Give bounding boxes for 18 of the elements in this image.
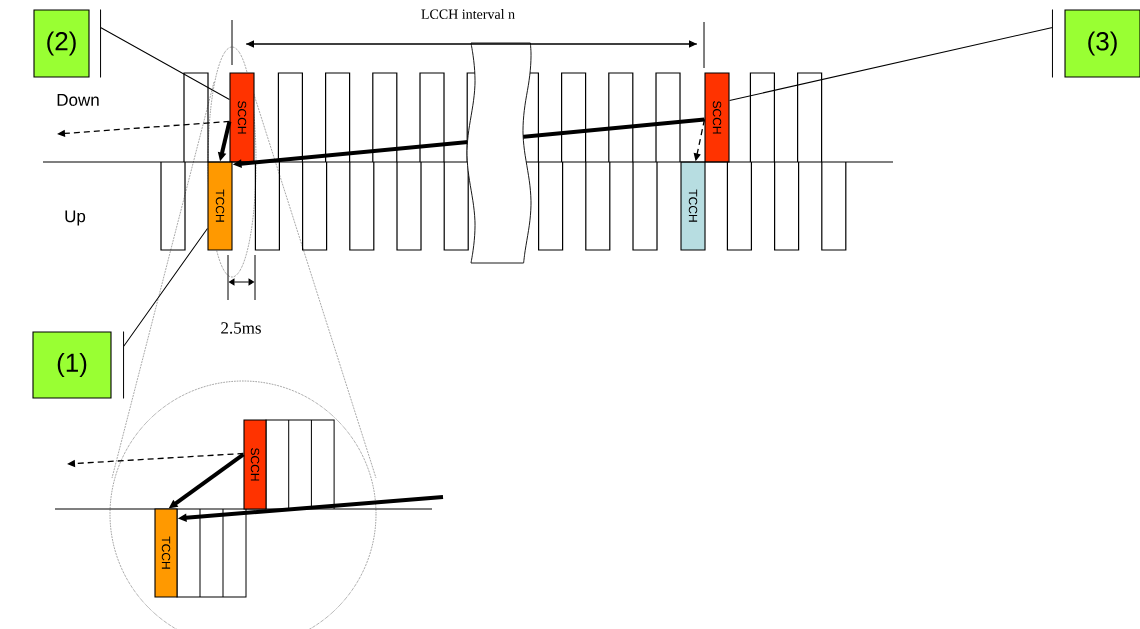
tcch-slot: TCCH <box>680 161 706 251</box>
tcch-slot: TCCH <box>207 161 233 251</box>
text-label: LCCH interval n <box>421 9 515 19</box>
callout-box: (1) <box>32 331 112 399</box>
tcch-slot: TCCH <box>154 508 178 598</box>
arrow <box>57 120 231 138</box>
text-label: Down <box>57 94 99 106</box>
callout-box: (2) <box>33 9 90 78</box>
scch-slot: SCCH <box>704 72 730 163</box>
scch-slot: SCCH <box>243 419 267 510</box>
text-label: Up <box>65 210 86 226</box>
callout-box: (3) <box>1064 9 1140 78</box>
leader-line <box>100 8 230 100</box>
leader-line <box>729 8 1053 101</box>
text-label: 2.5ms <box>221 322 261 334</box>
arrow <box>67 452 245 468</box>
leader-line <box>123 227 208 400</box>
scch-slot: SCCH <box>229 72 255 163</box>
